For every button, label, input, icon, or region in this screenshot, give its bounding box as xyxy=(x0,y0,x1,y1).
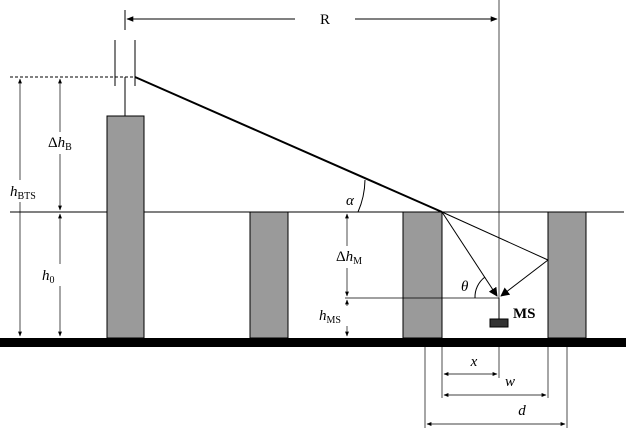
h-ms-label: hMS xyxy=(319,308,341,326)
ms-device xyxy=(489,318,509,328)
theta-label: θ xyxy=(461,279,469,295)
alpha-arc xyxy=(357,179,366,213)
building-3 xyxy=(402,211,443,339)
reflected-ray xyxy=(500,259,549,297)
alpha-label: α xyxy=(346,193,355,209)
h-bts-label: hBTS xyxy=(10,184,36,202)
theta-arc xyxy=(474,276,486,299)
r-label: R xyxy=(320,12,330,28)
ground xyxy=(0,338,626,347)
d-label: d xyxy=(518,403,526,419)
w-label: w xyxy=(505,374,515,390)
h0-label: h0 xyxy=(42,268,55,286)
building-bts xyxy=(106,115,145,339)
building-4 xyxy=(547,211,587,339)
ms-label: MS xyxy=(513,306,536,322)
delta-hm-label: ΔhM xyxy=(336,249,362,267)
ray-to-far-building xyxy=(441,211,549,261)
diffracted-ray xyxy=(441,211,498,297)
direct-ray xyxy=(134,76,443,213)
delta-hb-label: ΔhB xyxy=(48,135,72,153)
x-label: x xyxy=(470,354,478,370)
building-2 xyxy=(249,211,289,339)
